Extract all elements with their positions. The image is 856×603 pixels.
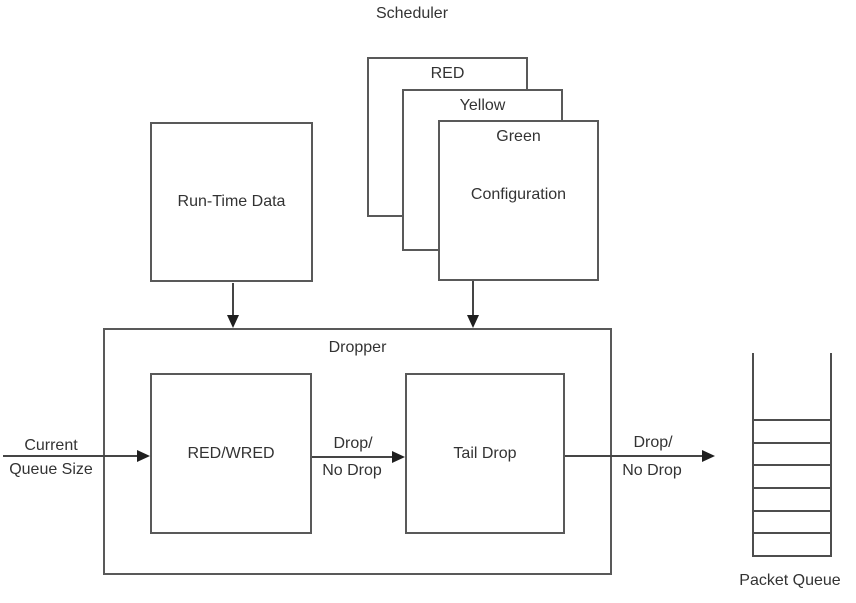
yellow-profile-label: Yellow	[459, 97, 506, 114]
runtime-data-box: Run-Time Data	[150, 122, 313, 282]
arrow-line	[565, 455, 702, 457]
arrowhead-right	[392, 451, 405, 463]
packet-queue-cell	[754, 509, 830, 533]
packet-queue-label: Packet Queue	[739, 572, 841, 589]
packet-queue-box	[752, 353, 832, 557]
arrowhead-down	[467, 315, 479, 328]
arrowhead-right	[137, 450, 150, 462]
green-profile-box: Green Configuration	[438, 120, 599, 281]
configuration-label: Configuration	[470, 186, 567, 203]
drop-no-drop-out-label-line2: No Drop	[622, 462, 682, 479]
tail-drop-label: Tail Drop	[453, 444, 517, 462]
red-profile-label: RED	[430, 65, 465, 82]
arrowhead-right	[702, 450, 715, 462]
runtime-data-label: Run-Time Data	[177, 193, 286, 210]
tail-drop-box: Tail Drop	[405, 373, 565, 534]
scheduler-label: Scheduler	[375, 5, 449, 22]
packet-queue-cell	[754, 532, 830, 555]
arrowhead-down	[227, 315, 239, 328]
drop-no-drop-out-label-line1: Drop/	[633, 434, 673, 451]
packet-queue-cell	[754, 419, 830, 442]
packet-queue-cell	[754, 464, 830, 487]
packet-queue-cell	[754, 487, 830, 510]
packet-queue-cell	[754, 441, 830, 465]
packet-queue-cells	[754, 419, 830, 555]
red-wred-label: RED/WRED	[187, 444, 275, 462]
arrow-line	[232, 283, 234, 316]
arrow-line	[312, 456, 393, 458]
drop-no-drop-mid-label-line1: Drop/	[333, 435, 373, 452]
current-queue-size-label-line2: Queue Size	[9, 461, 93, 478]
dropper-label: Dropper	[328, 339, 387, 356]
red-wred-box: RED/WRED	[150, 373, 312, 534]
green-profile-label: Green	[496, 128, 541, 145]
arrow-line	[472, 281, 474, 316]
arrow-line	[3, 455, 138, 457]
current-queue-size-label-line1: Current	[24, 437, 78, 454]
drop-no-drop-mid-label-line2: No Drop	[322, 462, 382, 479]
